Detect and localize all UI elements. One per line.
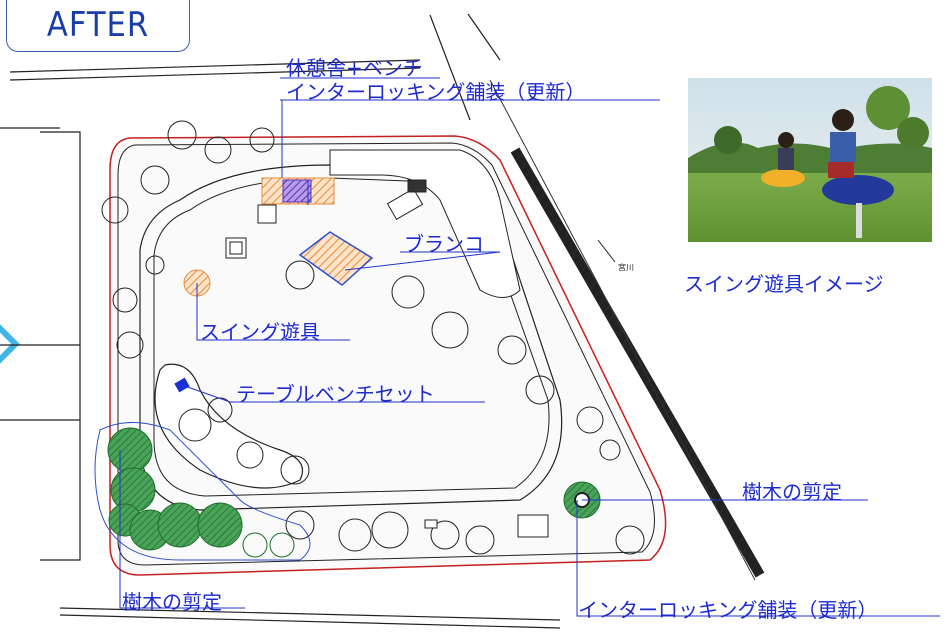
photo-caption: スイング遊具イメージ xyxy=(684,272,884,296)
label-pruning-left: 樹木の剪定 xyxy=(122,590,222,614)
swing-toy-photo xyxy=(688,78,932,242)
label-swing-toy: スイング遊具 xyxy=(200,320,320,344)
label-table-bench: テーブルベンチセット xyxy=(236,382,435,406)
curved-path xyxy=(154,363,304,489)
road-lines xyxy=(0,13,561,629)
label-paving-bottom: インターロッキング舗装（更新） xyxy=(578,598,878,622)
pruning-area-left xyxy=(94,422,311,561)
after-badge: AFTER xyxy=(6,0,190,52)
label-swing-set: ブランコ xyxy=(404,232,484,256)
pruned-trees xyxy=(107,427,295,558)
leader-lines xyxy=(119,77,940,617)
trees xyxy=(101,120,645,555)
label-paving-top: インターロッキング舗装（更新） xyxy=(286,80,586,104)
label-river: 宮川 xyxy=(618,263,634,272)
after-badge-text: AFTER xyxy=(46,5,150,45)
swing-set xyxy=(298,231,374,286)
label-pruning-right: 樹木の剪定 xyxy=(742,480,842,504)
label-rest-house: 休憩舎+ベンチ xyxy=(286,56,423,80)
rest-house xyxy=(282,179,312,203)
